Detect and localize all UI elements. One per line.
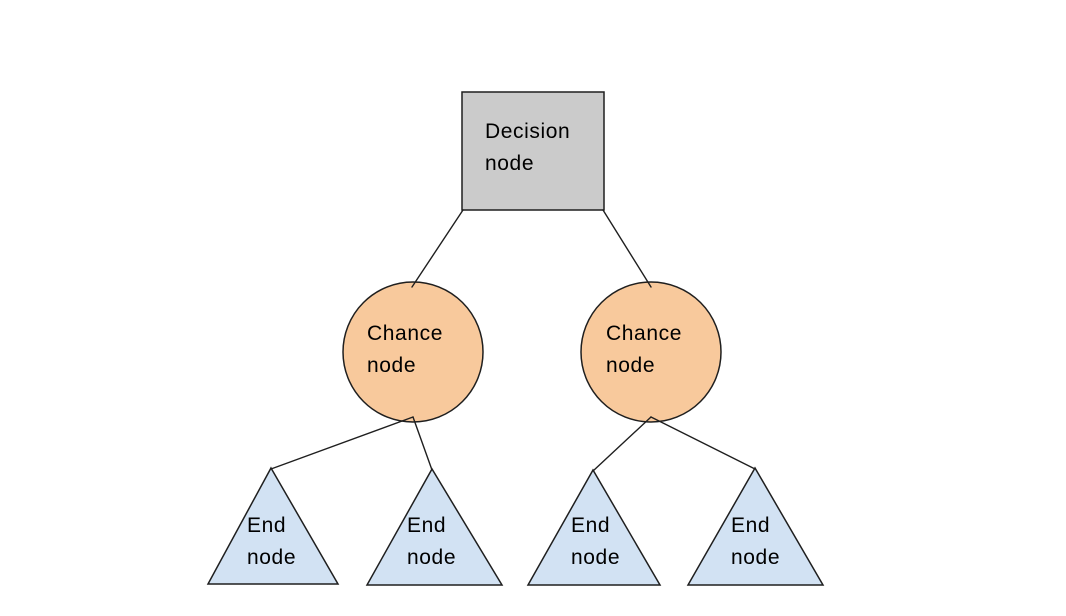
end-node-2-triangle [365, 467, 504, 586]
chance-node-right-circle [580, 281, 722, 423]
decision-node-square [461, 91, 605, 211]
chance-node-left-label: Chance node [367, 322, 443, 377]
edge-chance-right-to-end-3 [592, 416, 652, 472]
edge-chance-left-to-end-1 [270, 416, 414, 470]
end-node-4-label: End node [731, 514, 781, 569]
chance-node-right-label: Chance node [606, 322, 682, 377]
edge-decision-to-chance-left [411, 209, 464, 288]
edge-chance-left-to-end-2 [412, 416, 433, 471]
decision-node-label: Decision node [485, 120, 571, 175]
end-node-3-label: End node [571, 514, 621, 569]
end-node-3-triangle [526, 468, 662, 586]
edge-chance-right-to-end-4 [650, 416, 756, 470]
end-node-1-label: End node [247, 514, 297, 569]
chance-node-left-circle [342, 281, 484, 423]
end-node-2-label: End node [407, 514, 457, 569]
edge-decision-to-chance-right [602, 209, 652, 288]
end-node-4-triangle [686, 466, 825, 586]
end-node-1-triangle [206, 466, 340, 585]
